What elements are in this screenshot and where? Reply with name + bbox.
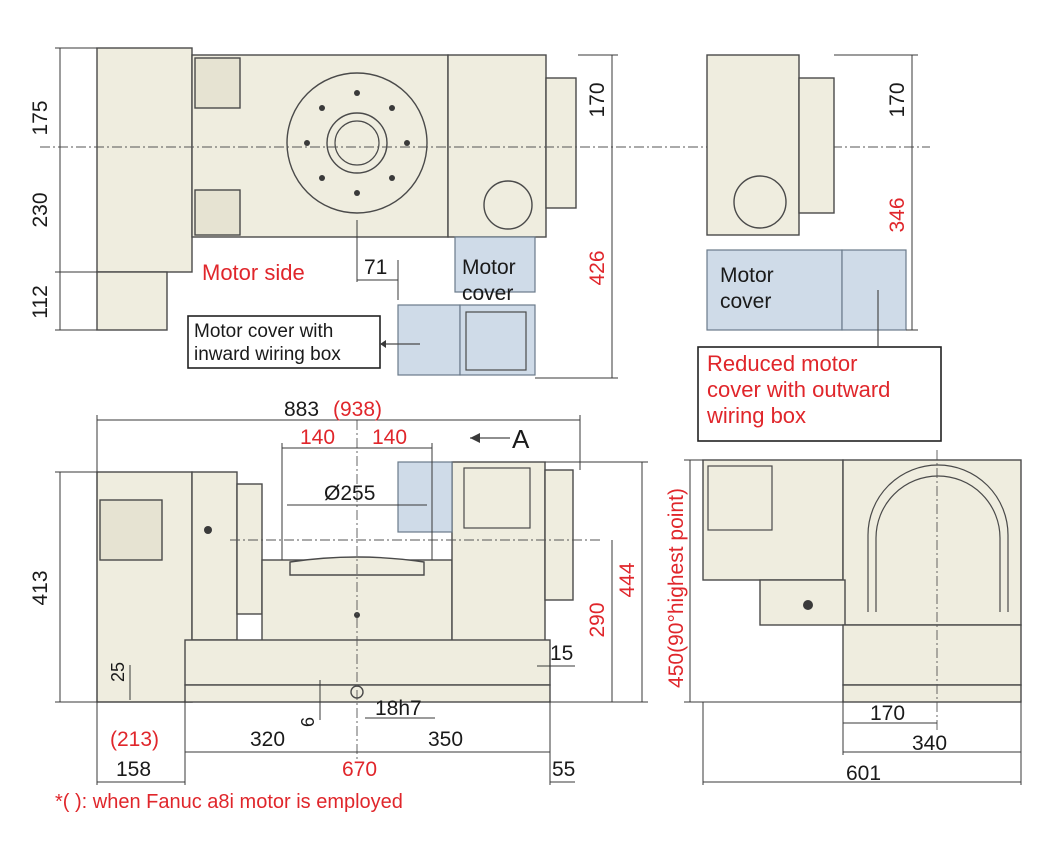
dim-213: (213) [110, 728, 159, 751]
top-view-inward-motor [459, 304, 536, 376]
side-view [684, 450, 1022, 785]
front-left-support [191, 471, 238, 641]
callout-reduced-cover [697, 346, 942, 442]
callout-inward-wiring [187, 315, 381, 369]
dim-350: 350 [428, 728, 463, 751]
side-top-flange [733, 175, 787, 229]
dim-side-170-bottom: 170 [870, 702, 905, 725]
front-view [55, 415, 648, 785]
dim-15: 15 [550, 642, 573, 665]
side-table-arc [867, 464, 1009, 612]
top-view-motor-flange [483, 180, 533, 230]
top-view-inward-plate [465, 311, 527, 371]
dim-140-left: 140 [300, 426, 335, 449]
dim-18h7: 18h7 [375, 697, 422, 720]
top-view-bracket-bottom [194, 189, 241, 236]
top-view-table-bore [326, 112, 388, 174]
dim-883: 883 [284, 398, 319, 421]
front-motor-cover [397, 461, 453, 533]
side-table-arc-inner [875, 475, 1001, 612]
footnote: *( ): when Fanuc a8i motor is employed [55, 791, 403, 813]
callout-inward-line1: Motor cover with [194, 321, 333, 342]
dim-170-top: 170 [586, 82, 609, 117]
dim-413: 413 [29, 570, 52, 605]
dim-112: 112 [29, 285, 52, 318]
label-motor-side: Motor side [202, 260, 305, 285]
side-base-foot [842, 684, 1022, 703]
dim-320: 320 [250, 728, 285, 751]
dim-25: 25 [108, 662, 128, 682]
front-left-shaft [236, 483, 263, 615]
dim-side-170: 170 [886, 82, 909, 117]
dim-71: 71 [364, 256, 387, 279]
side-base [842, 624, 1022, 686]
dim-175: 175 [29, 100, 52, 135]
top-view-bolt-holes [304, 90, 410, 196]
top-view-motor-extension [96, 271, 168, 331]
label-side-motor-cover-2: cover [720, 290, 771, 313]
dim-diameter: Ø255 [324, 482, 375, 505]
front-right-motor-block [451, 461, 546, 643]
top-view-motor-cover [454, 236, 536, 293]
side-top-reduced-box [841, 249, 907, 331]
dim-6: 6 [298, 717, 318, 727]
side-table-body [842, 459, 1022, 626]
dim-670: 670 [342, 758, 377, 781]
view-a-label: A [512, 424, 530, 454]
side-top-motor-cover [706, 249, 843, 331]
callout-inward-line2: inward wiring box [194, 344, 341, 365]
front-motor-plate-right [463, 467, 531, 529]
top-view-bore-inner [334, 120, 380, 166]
top-view-bracket-top [194, 57, 241, 109]
side-top-end-cap [798, 77, 835, 214]
dim-444: 444 [616, 562, 639, 597]
side-motor-plate [707, 465, 773, 531]
label-motor-cover-1: Motor [462, 256, 516, 279]
dim-346: 346 [886, 197, 909, 232]
front-base [184, 639, 551, 686]
dim-140-right: 140 [372, 426, 407, 449]
callout-reduced-line2: cover with outward [707, 377, 890, 402]
dim-side-601: 601 [846, 762, 881, 785]
side-motor-block [702, 459, 844, 581]
front-motor-plate [99, 499, 163, 561]
dim-230: 230 [29, 192, 52, 227]
dim-158: 158 [116, 758, 151, 781]
dim-450: 450(90°highest point) [665, 488, 688, 688]
label-side-motor-cover-1: Motor [720, 264, 774, 287]
front-base-foot [184, 684, 551, 703]
dim-side-340: 340 [912, 732, 947, 755]
callout-reduced-line3: wiring box [706, 403, 806, 428]
callout-reduced-line1: Reduced motor [707, 351, 857, 376]
dim-290: 290 [586, 602, 609, 637]
side-top-view [706, 54, 918, 331]
dim-938: (938) [333, 398, 382, 421]
top-view-inward-box [397, 304, 461, 376]
top-view-end-cap [545, 77, 577, 209]
label-motor-cover-2: cover [462, 282, 513, 305]
top-view [40, 47, 930, 379]
dim-55: 55 [552, 758, 575, 781]
top-view-motor-housing [96, 47, 193, 273]
side-connector [759, 579, 846, 626]
dim-426: 426 [586, 250, 609, 285]
front-end-cap [544, 469, 574, 601]
